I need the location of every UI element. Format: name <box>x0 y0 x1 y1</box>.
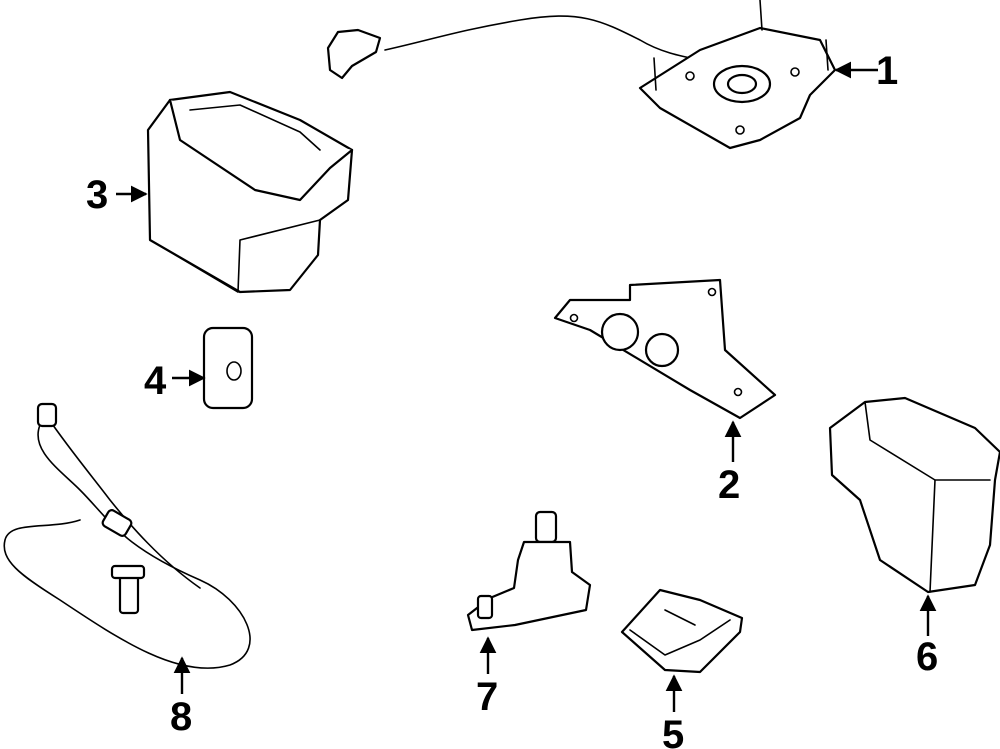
part-5-clip <box>620 588 744 674</box>
callout-2: 2 <box>718 463 740 507</box>
part-4-pad <box>202 326 254 410</box>
callout-8: 8 <box>170 695 192 739</box>
part-8-cable <box>3 402 251 669</box>
part-3-housing <box>146 90 354 294</box>
part-7-pin-bracket <box>466 510 592 632</box>
callout-1: 1 <box>876 49 898 93</box>
part-6-housing <box>828 396 1000 594</box>
callout-5: 5 <box>662 713 684 749</box>
callout-3: 3 <box>86 173 108 217</box>
callout-4: 4 <box>144 359 167 403</box>
part-1-sensor-plate <box>326 0 837 150</box>
callout-6: 6 <box>916 635 938 679</box>
part-2-bracket <box>553 278 777 420</box>
callout-7: 7 <box>476 675 498 719</box>
